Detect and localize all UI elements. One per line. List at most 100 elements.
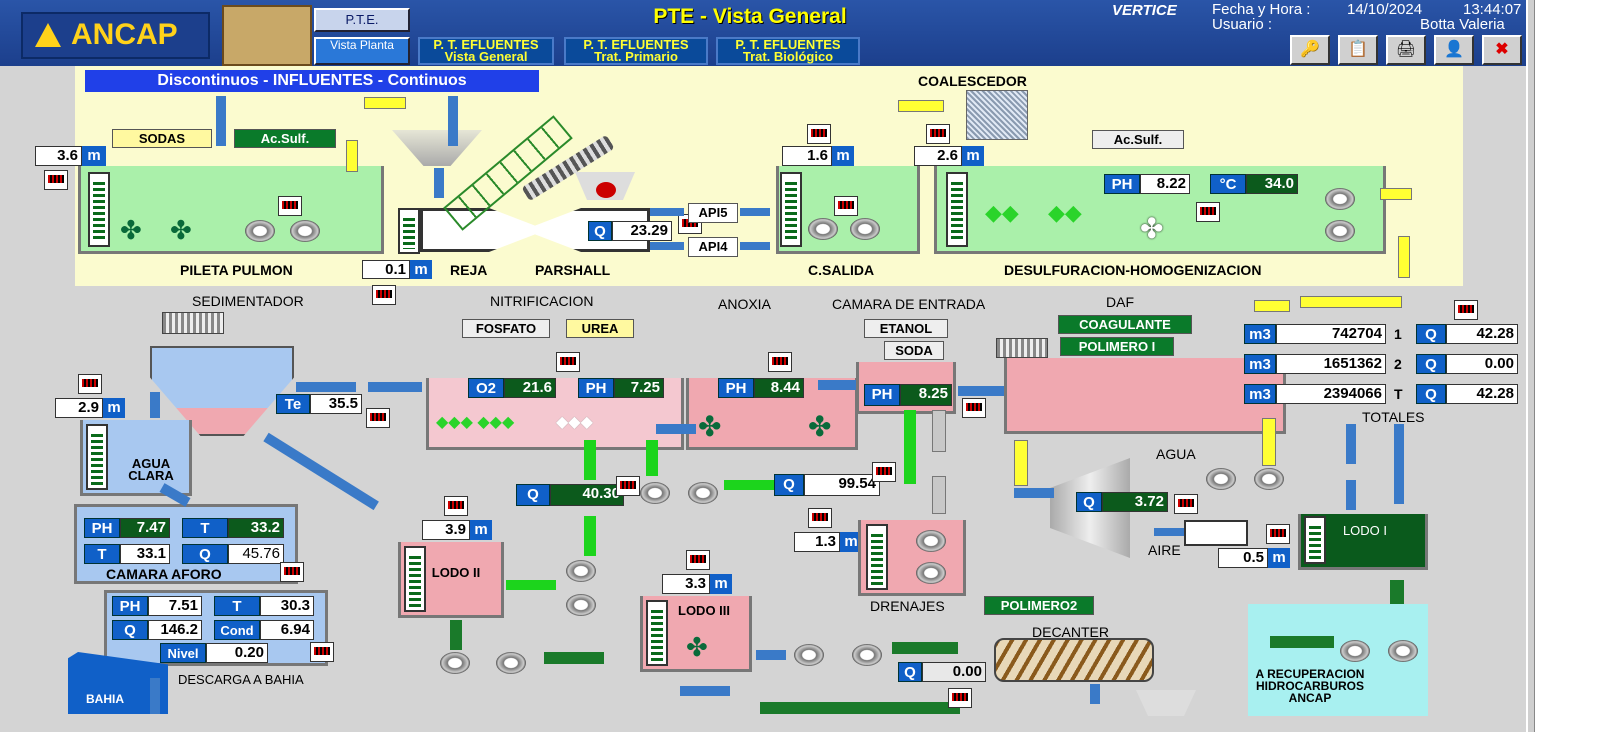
trend-icon[interactable] [1454,300,1478,320]
pump-icon[interactable] [496,652,526,674]
reja-level-value: 0.1 [362,260,410,279]
trend-icon[interactable] [1266,524,1290,544]
anox-ph-value: 8.44 [754,378,804,398]
trend-icon[interactable] [616,476,640,496]
pump-icon[interactable] [808,218,838,240]
pump-icon[interactable] [916,530,946,552]
decanter-label: DECANTER [1032,624,1110,640]
bahia-t-value: 30.3 [260,596,314,616]
keys-icon[interactable]: 🔑 [1290,35,1330,65]
pump-icon[interactable] [245,220,275,242]
pump-icon[interactable] [794,644,824,666]
pump-icon[interactable] [850,218,880,240]
close-icon[interactable]: ✖ [1482,35,1522,65]
printer-icon[interactable]: 🖨 [1386,35,1426,65]
trend-icon[interactable] [1196,202,1220,222]
flow-arrow [434,168,444,198]
trend-icon[interactable] [807,124,831,144]
diffuser-icon: ◆◆ [985,200,1019,225]
aire-label: AIRE [1148,542,1181,558]
trend-icon[interactable] [78,374,102,394]
uruguay-map-icon[interactable] [222,5,312,66]
trend-icon[interactable] [280,562,304,582]
unit-m: m [840,532,862,552]
user-key-icon[interactable]: 👤 [1434,35,1474,65]
pump-icon[interactable] [1254,468,1284,490]
camara-aforo-label: CAMARA AFORO [106,566,222,582]
sed-te-label: Te [276,394,310,414]
trend-icon[interactable] [686,550,710,570]
trend-icon[interactable] [808,508,832,528]
usuario-label: Usuario : [1212,16,1273,33]
trend-icon[interactable] [834,196,858,216]
parshall-label: PARSHALL [535,262,611,278]
total1-q-label: Q [1416,324,1446,344]
trend-icon[interactable] [366,408,390,428]
vista-planta-button[interactable]: Vista Planta [314,37,410,65]
total3-q-value: 42.28 [1446,384,1518,404]
agua-clara-level-value: 2.9 [55,398,103,418]
unit-m: m [1268,548,1290,568]
trend-icon[interactable] [1174,494,1198,514]
decanter-q-value: 0.00 [922,662,986,682]
unit-m: m [103,398,125,418]
pump-icon[interactable] [566,594,596,616]
desulf-temp-value: 34.0 [1246,174,1298,194]
pump-icon[interactable] [566,560,596,582]
unit-m: m [710,574,732,594]
trend-icon[interactable] [444,496,468,516]
camara-entrada-label: CAMARA DE ENTRADA [832,296,986,312]
sodas-label: SODAS [112,129,212,148]
total3-q-label: Q [1416,384,1446,404]
solids-hopper [1136,690,1196,716]
pump-icon[interactable] [1388,640,1418,662]
pte-button[interactable]: P.T.E. [314,8,410,32]
pump-icon[interactable] [290,220,320,242]
pump-icon[interactable] [1340,640,1370,662]
trend-icon[interactable] [926,124,950,144]
agua-clara-gauge [86,424,108,490]
total2-m3-value: 1651362 [1276,354,1386,374]
trend-icon[interactable] [372,285,396,305]
pump-icon[interactable] [1206,468,1236,490]
lodo3-level-value: 3.3 [662,574,710,594]
flow-arrow [1346,480,1356,510]
trend-icon[interactable] [310,642,334,662]
flow-arrow [1346,424,1356,464]
diffuser-icon: ◆◆◆ ◆◆◆ [436,414,515,431]
diffuser-icon: ◆◆ [1048,200,1082,225]
trend-icon[interactable] [44,170,68,190]
coalescedor-filter [966,90,1028,140]
desulf-temp-label: °C [1210,174,1246,194]
pump-icon[interactable] [852,644,882,666]
recuperacion-label: A RECUPERACION HIDROCARBUROS ANCAP [1255,667,1365,705]
trend-icon[interactable] [962,398,986,418]
polimero2-label: POLIMERO2 [984,596,1094,615]
pump-icon[interactable] [440,652,470,674]
notes-icon[interactable]: 📋 [1338,35,1378,65]
trend-icon[interactable] [872,462,896,482]
total1-index: 1 [1394,326,1402,342]
pump-icon[interactable] [1325,188,1355,210]
trend-icon[interactable] [948,688,972,708]
trend-icon[interactable] [278,196,302,216]
flow-arrow [1398,236,1410,278]
trend-icon[interactable] [556,352,580,372]
sed-te-value: 35.5 [310,394,362,414]
pump-icon[interactable] [1325,220,1355,242]
nitrificacion-label: NITRIFICACION [490,293,594,309]
total3-index: T [1394,386,1403,402]
air-compressor [1184,520,1248,546]
flow-arrow [898,100,944,112]
flow-arrow [216,96,226,146]
pump-icon[interactable] [688,482,718,504]
trend-icon[interactable] [768,352,792,372]
flow-arrow [1394,424,1404,504]
pump-icon[interactable] [916,562,946,584]
flow-arrow [1154,528,1184,536]
pump-icon[interactable] [640,482,670,504]
red-indicator [596,182,616,198]
